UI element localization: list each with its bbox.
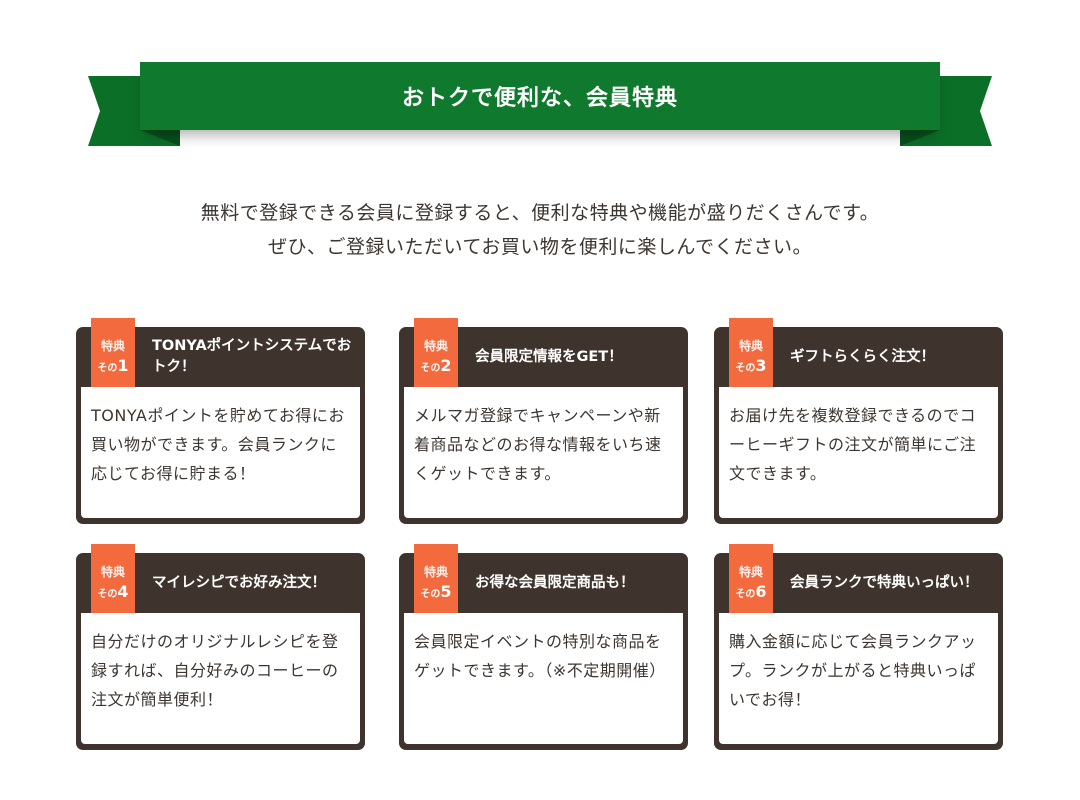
benefit-title: 会員限定情報をGET！ xyxy=(475,348,623,365)
benefit-card: 特典その6 会員ランクで特典いっぱい！ 購入金額に応じて会員ランクアップ。ランク… xyxy=(714,544,1003,750)
badge-label: 特典 xyxy=(738,339,763,353)
benefit-title: TONYAポイントシステムでおトク！ xyxy=(152,338,352,375)
badge-prefix: その xyxy=(97,363,118,374)
intro-line: 無料で登録できる会員に登録すると、便利な特典や機能が盛りだくさんです。 xyxy=(200,202,880,224)
badge-number: その5 xyxy=(414,582,458,601)
badge-prefix: その xyxy=(420,363,441,374)
benefit-badge: 特典その6 xyxy=(729,544,773,626)
badge-num: 6 xyxy=(755,582,767,601)
badge-number: その1 xyxy=(91,356,135,375)
badge-number: その6 xyxy=(729,582,773,601)
benefit-description: お届け先を複数登録できるのでコーヒーギフトの注文が簡単にご注文できます。 xyxy=(719,387,998,518)
benefit-title: 会員ランクで特典いっぱい！ xyxy=(790,574,979,591)
benefit-title: マイレシピでお好み注文！ xyxy=(152,574,326,591)
badge-label: 特典 xyxy=(738,565,763,579)
badge-prefix: その xyxy=(420,589,441,600)
benefit-card: 特典その2 会員限定情報をGET！ メルマガ登録でキャンペーンや新着商品などのお… xyxy=(399,318,688,524)
benefit-badge: 特典その2 xyxy=(414,318,458,400)
benefit-badge: 特典その1 xyxy=(91,318,135,400)
badge-number: その3 xyxy=(729,356,773,375)
badge-label: 特典 xyxy=(100,565,125,579)
benefit-card: 特典その5 お得な会員限定商品も！ 会員限定イベントの特別な商品をゲットできます… xyxy=(399,544,688,750)
badge-label: 特典 xyxy=(100,339,125,353)
benefit-description: TONYAポイントを貯めてお得にお買い物ができます。会員ランクに応じてお得に貯ま… xyxy=(81,387,360,518)
benefit-badge: 特典その5 xyxy=(414,544,458,626)
benefit-badge: 特典その3 xyxy=(729,318,773,400)
badge-label: 特典 xyxy=(423,339,448,353)
intro-line: ぜひ、ご登録いただいてお買い物を便利に楽しんでください。 xyxy=(268,236,812,258)
badge-prefix: その xyxy=(735,589,756,600)
badge-num: 3 xyxy=(755,356,767,375)
badge-number: その2 xyxy=(414,356,458,375)
badge-prefix: その xyxy=(735,363,756,374)
benefit-card: 特典その1 TONYAポイントシステムでおトク！ TONYAポイントを貯めてお得… xyxy=(76,318,365,524)
banner: おトクで便利な、会員特典 xyxy=(0,0,1080,170)
badge-num: 4 xyxy=(117,582,129,601)
intro-text: 無料で登録できる会員に登録すると、便利な特典や機能が盛りだくさんです。 ぜひ、ご… xyxy=(0,196,1080,264)
benefit-card: 特典その4 マイレシピでお好み注文！ 自分だけのオリジナルレシピを登録すれば、自… xyxy=(76,544,365,750)
badge-num: 5 xyxy=(440,582,452,601)
benefit-description: 会員限定イベントの特別な商品をゲットできます。（※不定期開催） xyxy=(404,613,683,744)
benefit-description: 購入金額に応じて会員ランクアップ。ランクが上がると特典いっぱいでお得！ xyxy=(719,613,998,744)
badge-prefix: その xyxy=(97,589,118,600)
benefit-card: 特典その3 ギフトらくらく注文！ お届け先を複数登録できるのでコーヒーギフトの注… xyxy=(714,318,1003,524)
benefit-title: お得な会員限定商品も！ xyxy=(475,574,635,591)
badge-num: 1 xyxy=(117,356,129,375)
benefit-description: 自分だけのオリジナルレシピを登録すれば、自分好みのコーヒーの注文が簡単便利！ xyxy=(81,613,360,744)
badge-label: 特典 xyxy=(423,565,448,579)
banner-title: おトクで便利な、会員特典 xyxy=(140,62,940,130)
benefit-description: メルマガ登録でキャンペーンや新着商品などのお得な情報をいち速くゲットできます。 xyxy=(404,387,683,518)
badge-number: その4 xyxy=(91,582,135,601)
badge-num: 2 xyxy=(440,356,452,375)
benefit-title: ギフトらくらく注文！ xyxy=(790,348,935,365)
benefit-badge: 特典その4 xyxy=(91,544,135,626)
